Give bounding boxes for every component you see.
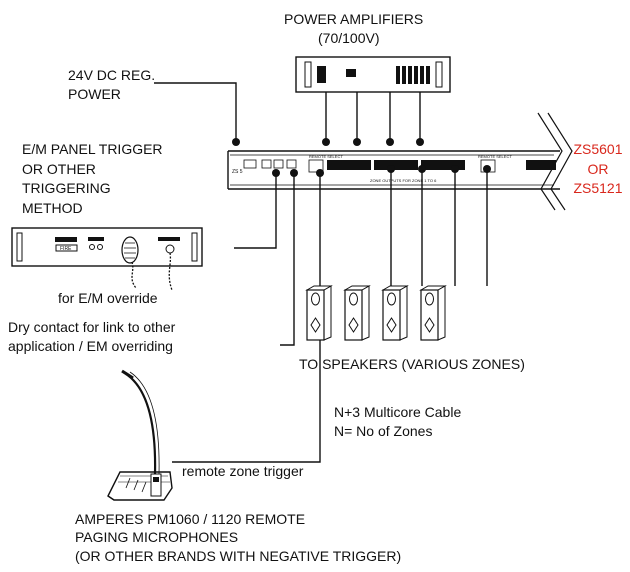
em-label-line4: METHOD [22, 200, 83, 216]
cable-label-line2: N= No of Zones [334, 423, 433, 439]
dry-contact-line2: application / EM overriding [8, 338, 173, 354]
power-amplifier [295, 56, 451, 93]
speaker-dot-2 [418, 165, 426, 173]
model-label-line1: ZS5601 [573, 141, 623, 157]
speaker-dot-4 [483, 165, 491, 173]
em-label-line3: TRIGGERING [22, 180, 111, 196]
remote-select-text-2: REMOTE SELECT [478, 154, 512, 159]
model-label-line3: ZS5121 [573, 180, 623, 196]
zone-outputs-text: ZONE OUTPUTS FOR ZONE 1 TO 6 [370, 178, 437, 183]
cable-label-line1: N+3 Multicore Cable [334, 404, 462, 420]
em-label-line2: OR OTHER [22, 161, 96, 177]
dry-dot [290, 169, 298, 177]
speaker-4 [419, 285, 447, 341]
speakers-label: TO SPEAKERS (VARIOUS ZONES) [299, 356, 525, 372]
em-panel: FIRE [11, 227, 203, 291]
em-override-label: for E/M override [58, 290, 158, 306]
speaker-3 [381, 285, 409, 341]
dry-contact-line1: Dry contact for link to other [8, 319, 176, 335]
zone-selector-unit: ZS 5 REMOTE SELECT REMOTE SELECT ZONE OU… [227, 112, 573, 211]
amp-dot-3 [386, 138, 394, 146]
remote-select-text: REMOTE SELECT [309, 154, 343, 159]
amps-label-line1: POWER AMPLIFIERS [284, 11, 424, 27]
speaker-dot-3 [451, 165, 459, 173]
mic-label-line1: AMPERES PM1060 / 1120 REMOTE [75, 511, 306, 527]
speaker-dot-1 [387, 165, 395, 173]
power-terminal-dot [232, 138, 240, 146]
mic-label-line3: (OR OTHER BRANDS WITH NEGATIVE TRIGGER) [75, 548, 402, 564]
mic-label-line2: PAGING MICROPHONES [75, 529, 239, 545]
speaker-2 [343, 285, 371, 341]
power-label-line2: POWER [68, 86, 121, 102]
power-label-line1: 24V DC REG. [68, 67, 156, 83]
power-wire [154, 82, 237, 142]
model-label-line2: OR [587, 161, 609, 177]
paging-microphone [107, 369, 173, 501]
remote-trigger-label: remote zone trigger [182, 463, 304, 479]
amp-dot-1 [322, 138, 330, 146]
em-dot [272, 169, 280, 177]
em-label-line1: E/M PANEL TRIGGER [22, 141, 163, 157]
speaker-1 [305, 285, 333, 341]
amps-label-line2: (70/100V) [318, 30, 380, 46]
amp-dot-4 [416, 138, 424, 146]
amp-dot-2 [353, 138, 361, 146]
unit-model-text: ZS 5 [232, 169, 243, 175]
em-trigger-wire [234, 173, 277, 249]
remote-trigger-wire [172, 173, 321, 463]
dry-contact-wire [280, 173, 295, 346]
fire-label: FIRE [60, 246, 72, 252]
remote-dot [316, 169, 324, 177]
speakers [305, 285, 447, 341]
